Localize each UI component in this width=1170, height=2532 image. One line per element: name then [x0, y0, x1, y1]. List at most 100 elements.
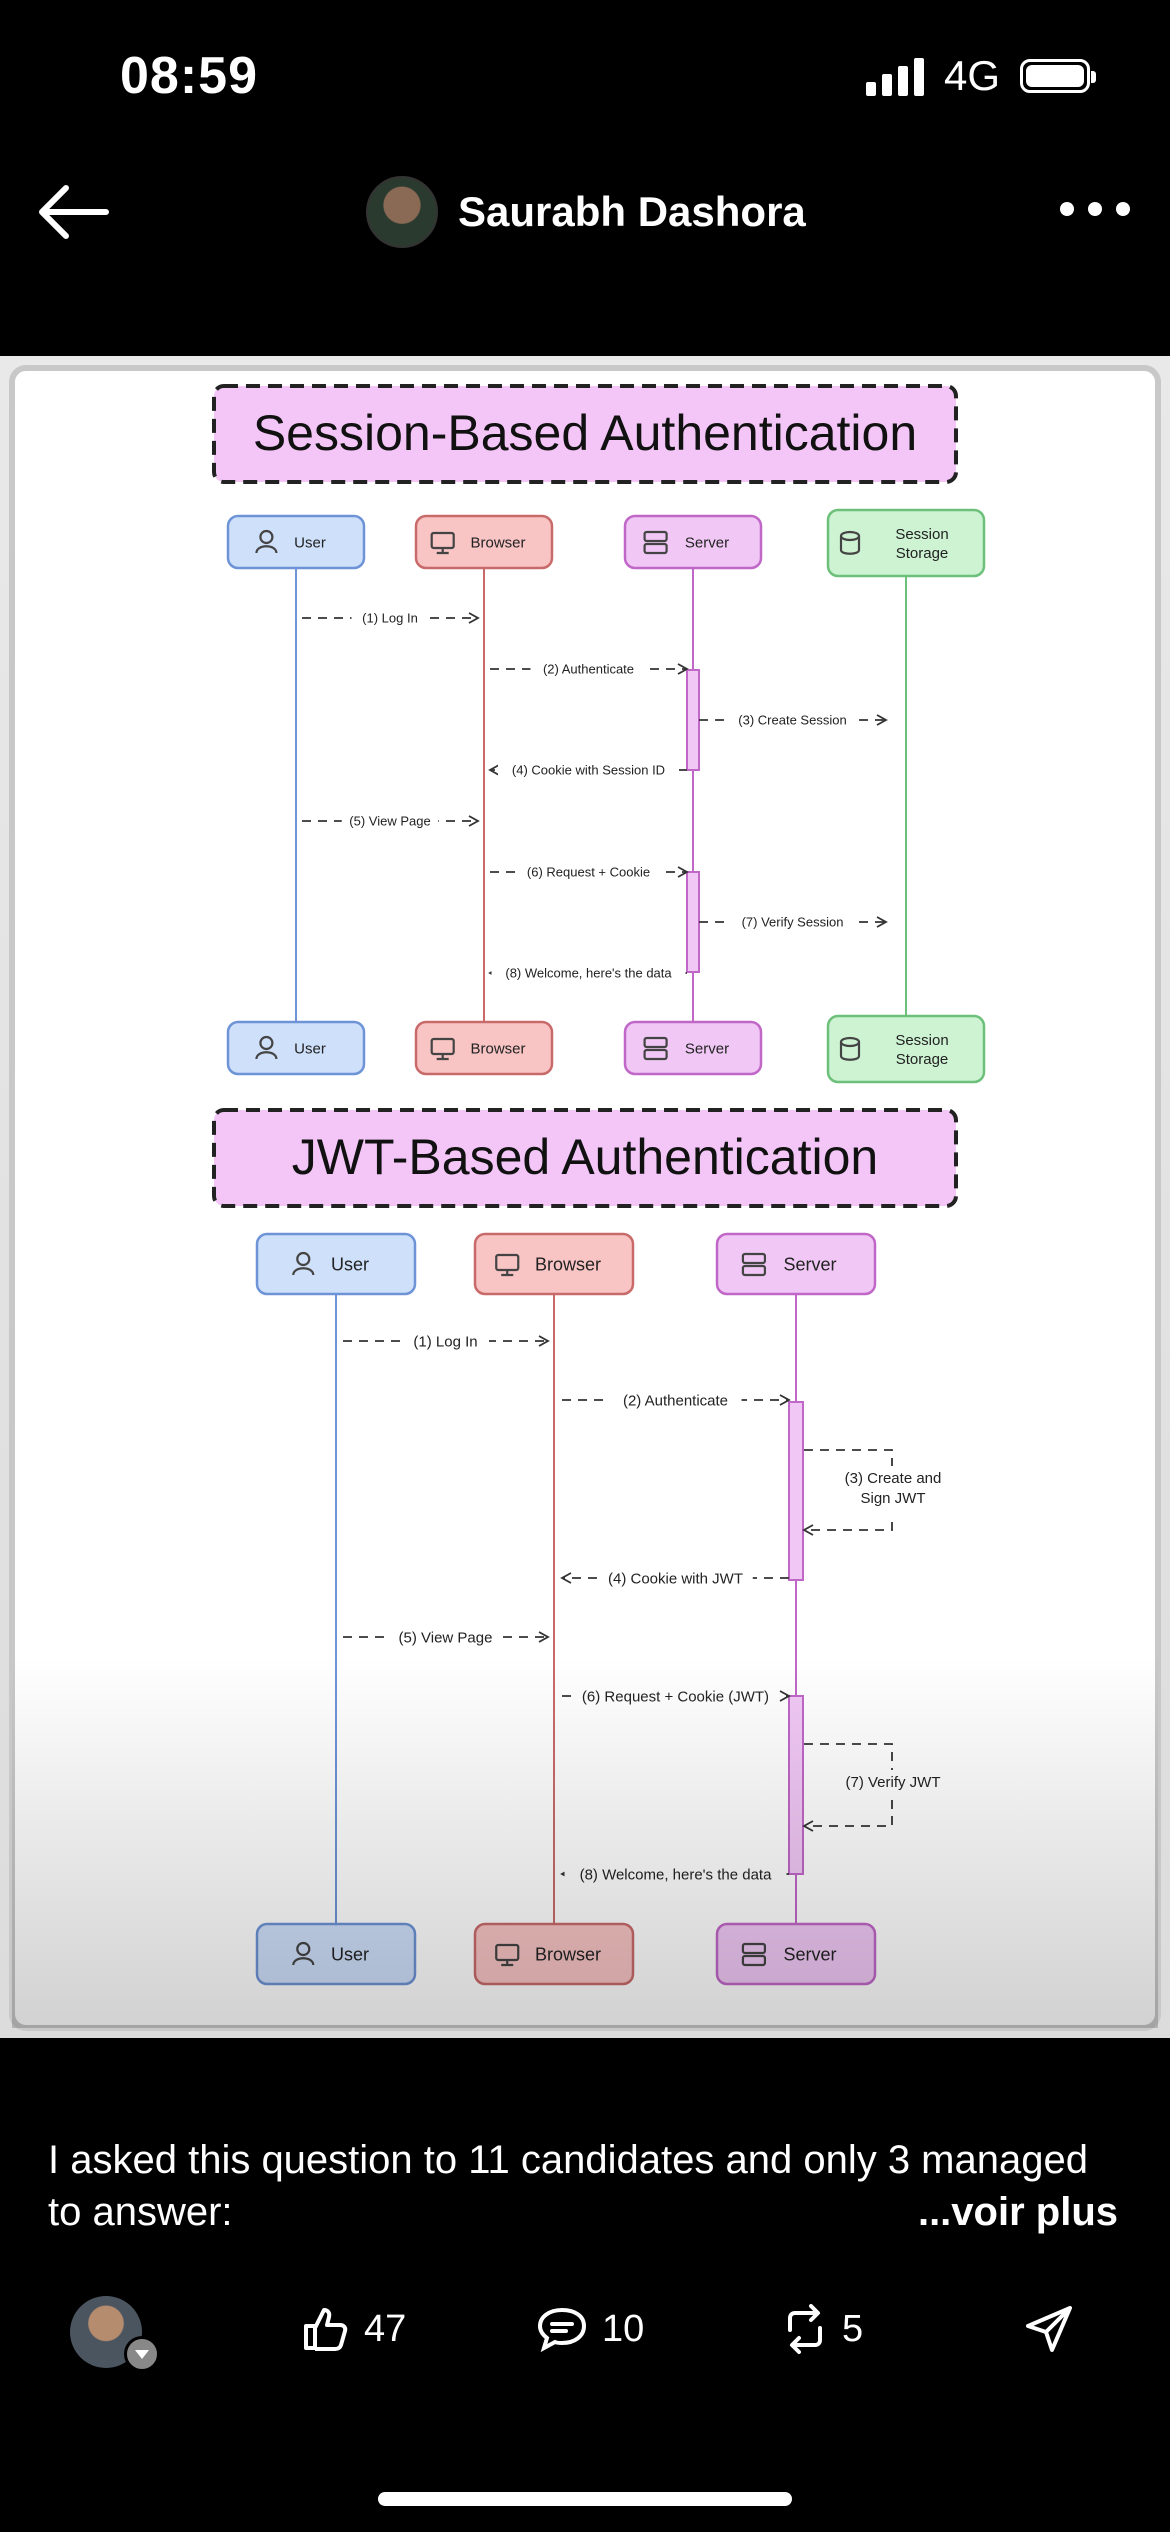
- jwt-msg-2-label: (2) Authenticate: [623, 1392, 728, 1409]
- user-icon-body: [292, 1267, 315, 1276]
- back-button[interactable]: [36, 180, 116, 244]
- jwt-msg-2-label-bg: [609, 1388, 742, 1410]
- jwt-msg-3-arrowhead: [802, 1524, 814, 1536]
- session-actor-bottom-browser: [414, 1020, 554, 1076]
- status-icons: 4G: [865, 52, 1096, 100]
- session-msg-8-label: (8) Welcome, here's the data: [505, 966, 672, 981]
- jwt-actor-top-server: [715, 1232, 877, 1296]
- jwt-msg-3-label: Sign JWT: [860, 1490, 925, 1507]
- session-msg-2-label: (2) Authenticate: [543, 662, 634, 677]
- session-actor-bottom-user: [226, 1020, 366, 1076]
- jwt-activation-1: [788, 1401, 804, 1581]
- database-icon-body: [839, 1042, 861, 1061]
- jwt-msg-6-label: (6) Request + Cookie (JWT): [582, 1688, 769, 1705]
- database-icon-body: [839, 536, 861, 555]
- chevron-down-icon[interactable]: [124, 2336, 160, 2372]
- session-actor-top-storage-label: Session: [895, 526, 948, 543]
- jwt-title: JWT-Based Authentication: [292, 1129, 878, 1185]
- server-icon-bottom: [643, 1048, 668, 1061]
- see-more-link[interactable]: ...voir plus: [917, 2190, 1118, 2234]
- jwt-msg-8-label: (8) Welcome, here's the data: [580, 1866, 773, 1883]
- user-icon: [259, 1035, 274, 1051]
- jwt-msg-1-label-bg: [402, 1329, 489, 1351]
- user-icon: [259, 529, 274, 545]
- more-options-button[interactable]: [1060, 202, 1130, 216]
- session-actor-top-user: [226, 514, 366, 570]
- session-actor-bottom-storage-label: Session: [895, 1032, 948, 1049]
- monitor-icon-stand: [436, 548, 449, 555]
- session-msg-5-label: (5) View Page: [349, 814, 430, 829]
- jwt-title-box: [212, 1108, 958, 1208]
- session-msg-7-arrowhead: [876, 916, 888, 928]
- session-msg-6-arrowhead: [677, 866, 689, 878]
- monitor-icon-stand: [436, 1054, 449, 1061]
- jwt-actor-bottom-user-label: User: [331, 1944, 369, 1964]
- jwt-msg-1-label: (1) Log In: [413, 1333, 477, 1350]
- post-header: Saurabh Dashora: [0, 170, 1170, 254]
- session-actor-top-server-label: Server: [685, 534, 729, 551]
- signal-icon: [865, 56, 924, 96]
- session-msg-7-label: (7) Verify Session: [742, 915, 844, 930]
- like-button[interactable]: 47: [300, 2304, 406, 2354]
- session-actor-top-browser-label: Browser: [470, 534, 525, 551]
- jwt-actor-top-server-label: Server: [783, 1254, 836, 1274]
- send-icon: [1026, 2306, 1072, 2352]
- session-actor-bottom-browser-label: Browser: [470, 1040, 525, 1057]
- server-icon: [741, 1252, 767, 1265]
- send-button[interactable]: [1024, 2304, 1074, 2354]
- repost-icon: [788, 2304, 822, 2354]
- session-msg-7-label-bg: [728, 912, 857, 931]
- action-bar: 47 10 5: [0, 2290, 1170, 2380]
- session-msg-4-arrowhead: [488, 764, 500, 776]
- user-icon: [296, 1251, 311, 1267]
- jwt-msg-3-label: (3) Create and: [845, 1470, 942, 1487]
- session-actor-bottom-server: [623, 1020, 763, 1076]
- session-msg-5-label-bg: [341, 811, 439, 830]
- session-actor-top-storage-label: Storage: [896, 545, 949, 562]
- arrow-left-icon: [39, 185, 109, 239]
- session-actor-top-user-label: User: [294, 534, 326, 551]
- session-actor-bottom-storage: [826, 1014, 986, 1084]
- session-actor-bottom-server-label: Server: [685, 1040, 729, 1057]
- jwt-actor-bottom-server-label: Server: [783, 1944, 836, 1964]
- author-avatar[interactable]: [366, 176, 438, 248]
- jwt-msg-4-label-bg: [598, 1566, 753, 1588]
- server-icon: [643, 530, 668, 543]
- jwt-msg-2-arrowhead: [779, 1394, 791, 1406]
- like-count: 47: [364, 2307, 407, 2350]
- session-msg-4-label-bg: [498, 760, 679, 779]
- jwt-actor-bottom-browser-label: Browser: [535, 1944, 601, 1964]
- session-msg-2-label-bg: [530, 659, 647, 678]
- comment-button[interactable]: 10: [536, 2304, 644, 2354]
- home-indicator: [378, 2492, 792, 2506]
- jwt-msg-5-label-bg: [390, 1625, 501, 1647]
- session-msg-1-label-bg: [351, 608, 429, 627]
- session-msg-4-label: (4) Cookie with Session ID: [512, 763, 665, 778]
- session-msg-1-arrowhead: [468, 612, 480, 624]
- session-title-box: [212, 384, 958, 484]
- server-icon: [643, 1036, 668, 1049]
- jwt-actor-top-browser-label: Browser: [535, 1254, 601, 1274]
- user-icon-body: [255, 545, 278, 554]
- jwt-msg-4-arrowhead: [560, 1572, 572, 1584]
- author-name[interactable]: Saurabh Dashora: [458, 188, 806, 235]
- thumbs-up-icon: [304, 2308, 348, 2351]
- post-caption: I asked this question to 11 candidates a…: [48, 2134, 1118, 2238]
- repost-button[interactable]: 5: [782, 2304, 863, 2354]
- comment-count: 10: [602, 2307, 645, 2350]
- session-actor-top-server: [623, 514, 763, 570]
- session-msg-1-label: (1) Log In: [362, 611, 418, 626]
- session-msg-3-arrowhead: [876, 714, 888, 726]
- network-label: 4G: [943, 52, 1000, 99]
- caption-text: I asked this question to 11 candidates a…: [48, 2138, 1088, 2234]
- session-activation-2: [686, 871, 700, 973]
- session-actor-bottom-storage-label: Storage: [896, 1051, 949, 1068]
- jwt-msg-1-arrowhead: [538, 1335, 550, 1347]
- auth-diagram: Session-Based AuthenticationUserUserBrow…: [9, 365, 1161, 2031]
- jwt-actor-top-user: [255, 1232, 417, 1296]
- session-msg-3-label-bg: [728, 710, 857, 729]
- server-icon-bottom: [741, 1264, 767, 1277]
- session-actor-top-storage: [826, 508, 986, 578]
- user-icon-body: [255, 1051, 278, 1060]
